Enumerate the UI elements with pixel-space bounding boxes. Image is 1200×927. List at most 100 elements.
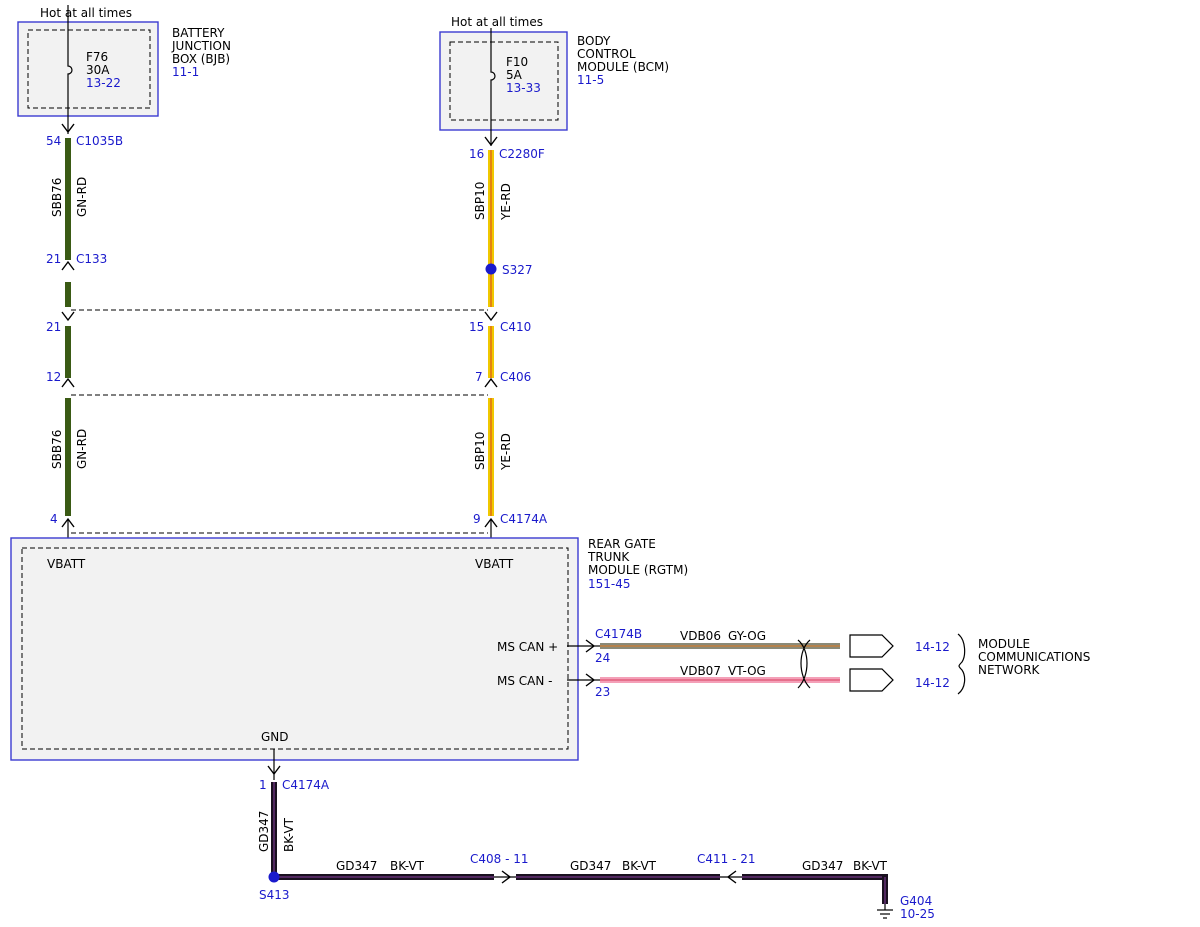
seg3-color: BK-VT <box>853 859 888 873</box>
pin-number: 15 <box>469 320 484 334</box>
seg2-color: BK-VT <box>622 859 657 873</box>
bcm-supply-label: Hot at all times <box>451 15 543 29</box>
rgtm-inner-outline <box>21 547 569 750</box>
connector-arrow-down <box>484 311 498 322</box>
wire-segment <box>65 138 71 260</box>
circuit-color-label: YE-RD <box>499 183 513 221</box>
connector-name: C1035B <box>76 134 123 148</box>
can-plus-color: GY-OG <box>728 629 766 643</box>
can-minus-ref: 14-12 <box>915 676 950 690</box>
twisted-pair-icon <box>797 639 811 689</box>
rgtm-name-3: MODULE (RGTM) <box>588 563 688 577</box>
connector-arrow-up <box>484 377 498 388</box>
inline-connector-1: C408 - 11 <box>470 852 529 866</box>
bjb-fuse-ref: 13-22 <box>86 76 121 90</box>
inline-connector-2: C411 - 21 <box>697 852 756 866</box>
battery-junction-box: Hot at all times F76 30A 13-22 BATTERY J… <box>17 5 231 117</box>
bcm-outline <box>439 31 568 131</box>
circuit-color-label: BK-VT <box>282 817 296 852</box>
ground-ref: 10-25 <box>900 907 935 921</box>
wire-vdb07 <box>600 677 840 683</box>
pin-number: 21 <box>46 252 61 266</box>
right-wire-sbp10: S327 16 C2280F 15 C410 7 C406 9 C4174A S… <box>469 130 548 548</box>
rgtm-pin-can-minus: MS CAN - <box>497 674 553 688</box>
connector-arrow-down <box>267 765 281 776</box>
ground-circuit: 1 C4174A GD347 BK-VT <box>257 749 935 921</box>
wire-segment <box>65 398 71 516</box>
rear-gate-trunk-module: VBATT VBATT MS CAN + MS CAN - GND REAR G… <box>10 537 688 761</box>
bcm-name-1: BODY <box>577 34 611 48</box>
connector-arrow-up <box>484 517 498 528</box>
bjb-page-ref: 11-1 <box>172 65 199 79</box>
bjb-name-3: BOX (BJB) <box>172 52 230 66</box>
bcm-name-2: CONTROL <box>577 47 636 61</box>
wire-vdb06 <box>600 643 840 649</box>
circuit-color-label: YE-RD <box>499 433 513 471</box>
circuit-label: GD347 <box>257 811 271 852</box>
can-connector-name: C4174B <box>595 627 642 641</box>
wire-segment <box>488 398 494 516</box>
pin-number: 12 <box>46 370 61 384</box>
bjb-fuse-rating: 30A <box>86 63 110 77</box>
circuit-label: SBB76 <box>50 430 64 469</box>
circuit-color-label: GN-RD <box>75 177 89 217</box>
bjb-fuse-id: F76 <box>86 50 108 64</box>
can-minus-color: VT-OG <box>728 664 766 678</box>
connector-arrow-down <box>61 123 75 134</box>
bjb-name-2: JUNCTION <box>171 39 231 53</box>
bcm-page-ref: 11-5 <box>577 73 604 87</box>
network-name-1: MODULE <box>978 637 1030 651</box>
offpage-connector-icon <box>849 668 894 692</box>
bjb-fuse-icon <box>67 22 73 116</box>
pin-number: 16 <box>469 147 484 161</box>
connector-name: C4174A <box>500 512 548 526</box>
rgtm-pin-vbatt-left: VBATT <box>47 557 86 571</box>
connector-arrow-down <box>61 311 75 322</box>
can-plus-circuit: VDB06 <box>680 629 721 643</box>
rgtm-page-ref: 151-45 <box>588 577 631 591</box>
seg2-circuit: GD347 <box>570 859 611 873</box>
ground-id: G404 <box>900 894 932 908</box>
bcm-name-3: MODULE (BCM) <box>577 60 669 74</box>
offpage-connector-icon <box>849 634 894 658</box>
rgtm-pin-vbatt-right: VBATT <box>475 557 514 571</box>
bcm-fuse-rating: 5A <box>506 68 523 82</box>
rgtm-pin-gnd: GND <box>261 730 289 744</box>
network-name-2: COMMUNICATIONS <box>978 650 1090 664</box>
connector-arrow-up <box>61 260 75 271</box>
circuit-label: SBB76 <box>50 178 64 217</box>
body-control-module: Hot at all times F10 5A 13-33 BODY CONTR… <box>439 15 669 131</box>
circuit-label: SBP10 <box>473 182 487 220</box>
connector-arrow-down <box>484 136 498 147</box>
rgtm-name-1: REAR GATE <box>588 537 656 551</box>
splice-s327-dot <box>485 263 497 275</box>
seg1-color: BK-VT <box>390 859 425 873</box>
rgtm-pin-can-plus: MS CAN + <box>497 640 558 654</box>
bcm-fuse-id: F10 <box>506 55 528 69</box>
pin-number: 54 <box>46 134 61 148</box>
network-name-3: NETWORK <box>978 663 1041 677</box>
left-wire-sbb76: 54 C1035B 21 C133 21 12 4 SBB76 GN-RD SB… <box>46 116 123 548</box>
circuit-color-label: GN-RD <box>75 429 89 469</box>
can-plus-ref: 14-12 <box>915 640 950 654</box>
splice-label: S327 <box>502 263 533 277</box>
can-minus-circuit: VDB07 <box>680 664 721 678</box>
bcm-fuse-ref: 13-33 <box>506 81 541 95</box>
wire-segment <box>742 874 888 904</box>
circuit-label: SBP10 <box>473 432 487 470</box>
wire-segment <box>274 874 494 880</box>
brace-icon <box>957 633 966 695</box>
rgtm-name-2: TRUNK <box>587 550 630 564</box>
connector-name: C406 <box>500 370 531 384</box>
bjb-supply-label: Hot at all times <box>40 6 132 20</box>
wire-segment <box>488 150 494 307</box>
seg1-circuit: GD347 <box>336 859 377 873</box>
wire-segment <box>488 326 494 378</box>
seg3-circuit: GD347 <box>802 859 843 873</box>
splice-s413-dot <box>268 871 280 883</box>
connector-name: C410 <box>500 320 531 334</box>
bcm-fuse-icon <box>490 32 496 130</box>
rgtm-outline <box>10 537 579 761</box>
pin-number: 9 <box>473 512 481 526</box>
